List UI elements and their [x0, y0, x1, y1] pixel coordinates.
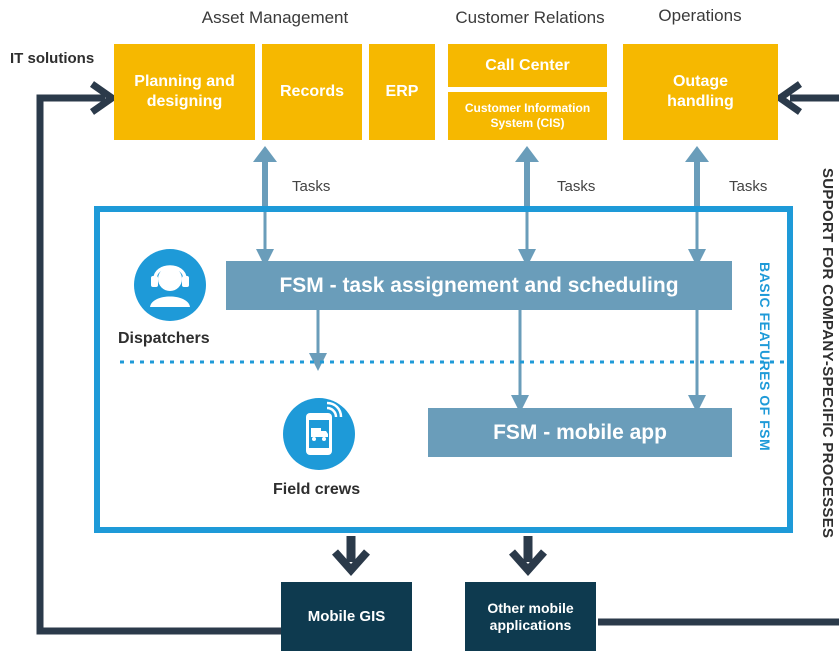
tasks-label-operations: Tasks	[729, 178, 768, 195]
system-planning-designing: Planning and designing	[114, 44, 255, 140]
tasks-arrow-operations	[685, 146, 709, 210]
loop-line-left	[36, 94, 320, 635]
field-crews-label: Field crews	[273, 481, 361, 498]
system-erp: ERP	[369, 44, 435, 140]
down-arrow-gis	[332, 536, 370, 577]
category-operations: Operations	[658, 6, 742, 25]
mobile-delivery-icon	[283, 398, 355, 470]
loop-arrowhead-left	[89, 81, 119, 115]
system-call-center: Call Center	[448, 44, 607, 87]
fsm-mobile-app-box: FSM - mobile app	[428, 408, 732, 457]
tasks-label-customer: Tasks	[557, 178, 596, 195]
output-mobile-gis: Mobile GIS	[281, 582, 412, 651]
system-cis: Customer Information System (CIS)	[448, 92, 607, 140]
headset-person-icon	[134, 249, 206, 321]
loop-arrowhead-right	[773, 81, 803, 115]
tasks-arrow-asset	[253, 146, 277, 210]
tasks-label-asset: Tasks	[292, 178, 331, 195]
company-specific-processes-label: SUPPORT FOR COMPANY-SPECIFIC PROCESSES	[819, 168, 836, 539]
down-arrow-other	[509, 536, 547, 577]
dispatchers-label: Dispatchers	[118, 330, 210, 347]
tasks-arrow-customer	[515, 146, 539, 210]
system-outage-handling: Outage handling	[623, 44, 778, 140]
fsm-scheduling-box: FSM - task assignement and scheduling	[226, 261, 732, 310]
category-asset-management: Asset Management	[201, 8, 349, 27]
basic-features-label: BASIC FEATURES OF FSM	[757, 262, 773, 452]
it-solutions-label: IT solutions	[10, 50, 95, 67]
fsm-frame	[94, 206, 793, 533]
output-other-mobile-apps: Other mobile applications	[465, 582, 596, 651]
system-records: Records	[262, 44, 362, 140]
category-customer-relations: Customer Relations	[455, 8, 605, 27]
